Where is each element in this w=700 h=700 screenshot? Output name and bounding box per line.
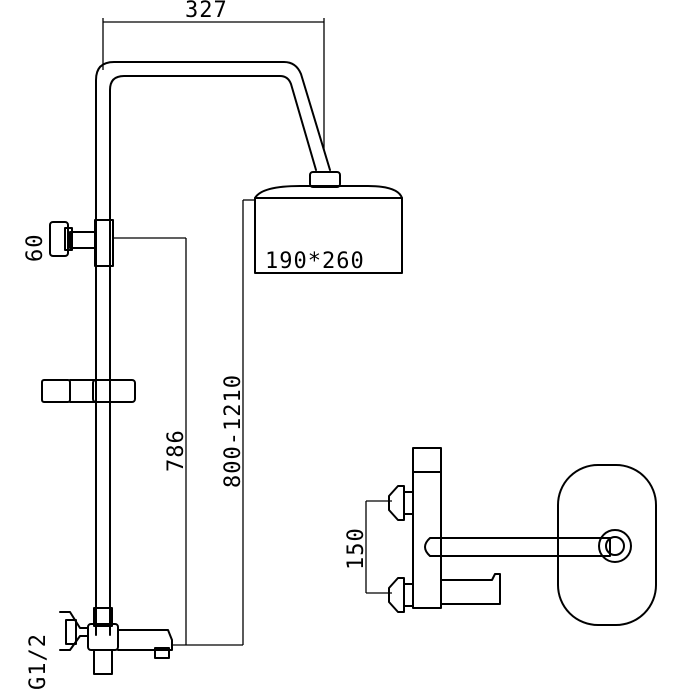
mixer-front-view bbox=[424, 464, 657, 626]
rail-range-label: 800-1210 bbox=[221, 374, 246, 488]
slide-holder bbox=[41, 379, 136, 403]
overall-width-label: 327 bbox=[185, 0, 228, 23]
slider-height-label: 786 bbox=[164, 429, 189, 472]
shower-head: 190*260 bbox=[254, 185, 403, 274]
mixer-side-view bbox=[388, 447, 501, 613]
overall-width-dimension: 327 bbox=[102, 0, 325, 150]
mixer-spacing-label: 150 bbox=[344, 527, 369, 570]
inlet-thread-label: G1/2 bbox=[26, 633, 51, 690]
shower-head-connector bbox=[309, 171, 341, 188]
bracket-size-label: 60 bbox=[23, 234, 48, 263]
head-size-label: 190*260 bbox=[265, 249, 365, 274]
rail-range-dimension: 800-1210 bbox=[221, 199, 255, 645]
mixer-spacing-dimension: 150 bbox=[344, 500, 392, 594]
bath-mixer-bottom: G1/2 bbox=[26, 607, 173, 690]
slider-height-dimension: 786 bbox=[112, 237, 189, 645]
upper-wall-bracket: 60 bbox=[23, 219, 114, 267]
riser-rail bbox=[95, 61, 331, 636]
